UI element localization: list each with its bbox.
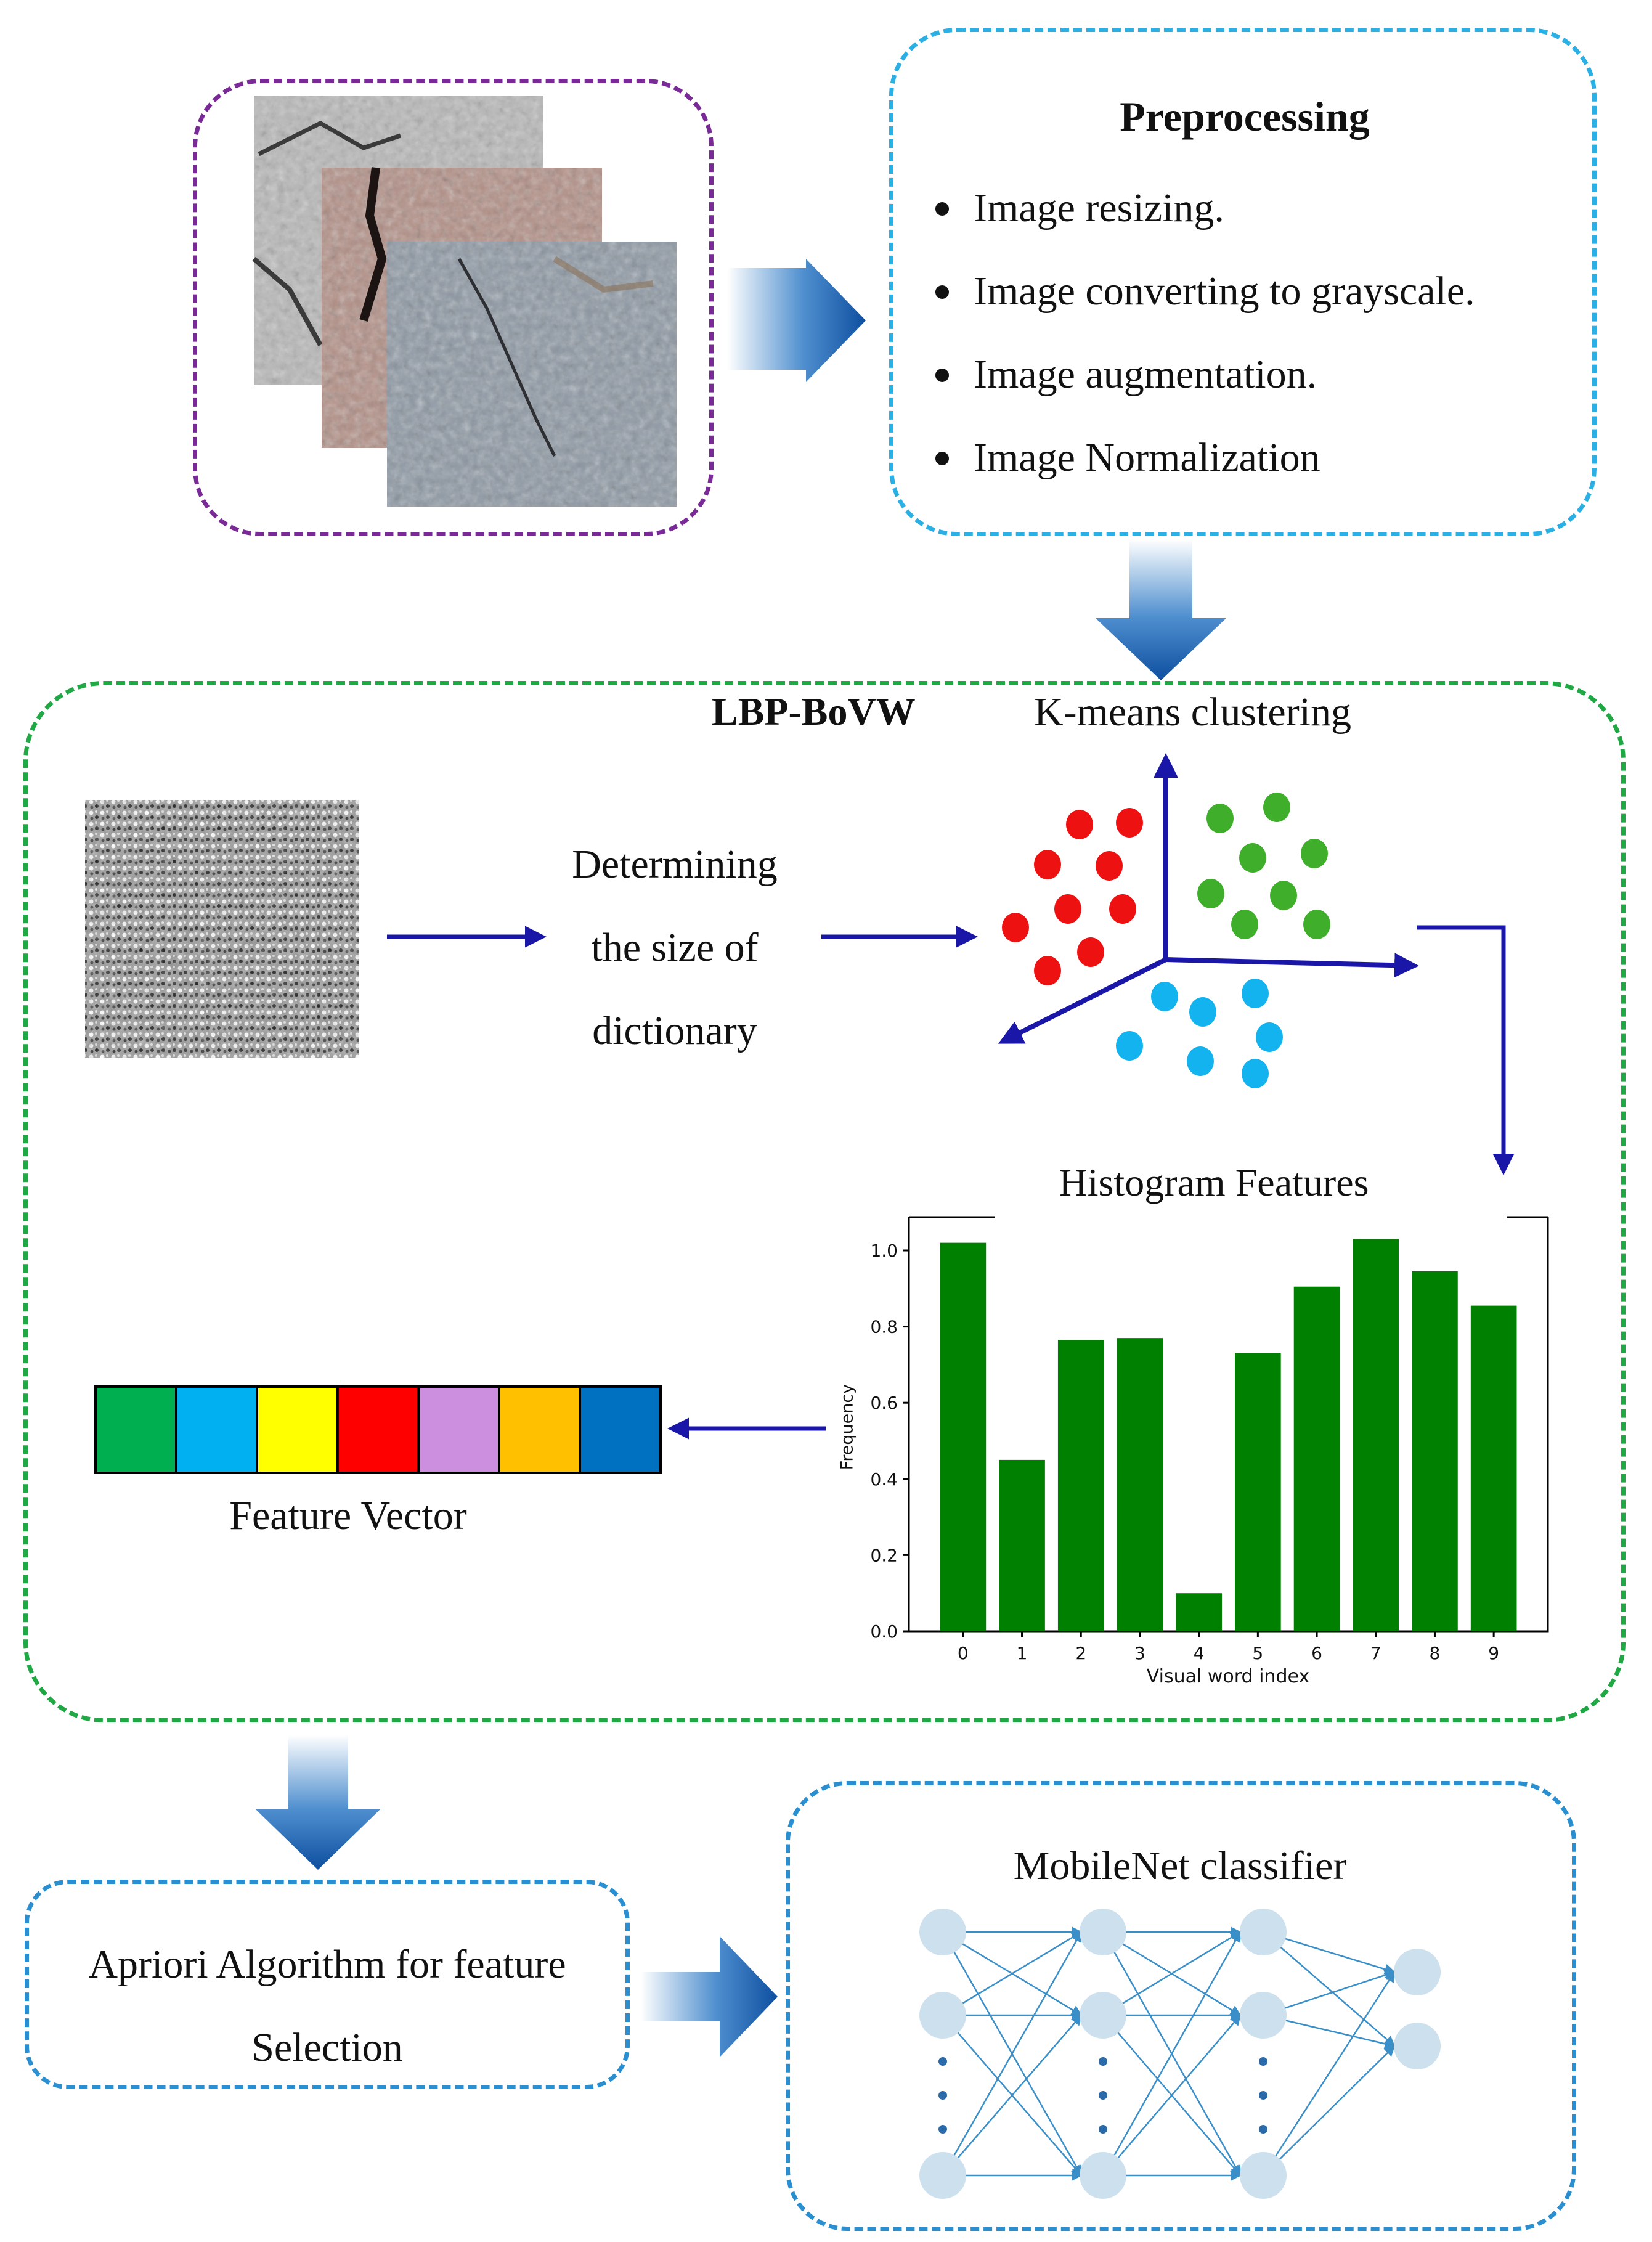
histogram-bar — [1412, 1271, 1458, 1631]
x-tick-label: 0 — [958, 1643, 969, 1663]
histogram-bar — [1293, 1286, 1340, 1631]
y-tick-label: 0.8 — [870, 1317, 898, 1337]
histogram-bar — [1117, 1338, 1163, 1631]
dictionary-line: the size of — [591, 925, 759, 970]
feature-vector-label: Feature Vector — [229, 1493, 467, 1538]
dictionary-line: Determining — [572, 842, 778, 887]
preprocessing-step-item: Image converting to grayscale. — [924, 250, 1475, 333]
feature-vector-cell — [498, 1385, 581, 1474]
input-images-box — [193, 79, 714, 536]
feature-vector-cell — [417, 1385, 500, 1474]
kmeans-axes — [998, 753, 1419, 1044]
preprocessing-step-item: Image resizing. — [924, 166, 1475, 250]
mobilenet-box — [786, 1781, 1576, 2231]
y-tick-label: 0.2 — [870, 1545, 898, 1565]
arrow-apriori-to-mobilenet — [641, 1936, 778, 2057]
histogram-bar — [999, 1459, 1045, 1631]
lbp-bovw-box — [23, 681, 1626, 1722]
histogram-bar — [940, 1242, 987, 1631]
arrow-preprocess-to-lbp — [1096, 539, 1226, 680]
x-tick-label: 8 — [1430, 1643, 1441, 1663]
histogram-ylabel: Frequency — [837, 1384, 857, 1470]
feature-vector-cell — [94, 1385, 177, 1474]
dictionary-size-label: Determining the size of dictionary — [536, 823, 813, 1072]
histogram-bar — [1057, 1340, 1104, 1631]
feature-vector-cell — [175, 1385, 258, 1474]
x-tick-label: 3 — [1134, 1643, 1145, 1663]
arrow-kmeans-to-histogram — [1417, 925, 1515, 1175]
x-tick-label: 5 — [1252, 1643, 1263, 1663]
lbp-bovw-title: LBP-BoVW — [712, 690, 916, 733]
feature-vector-cell — [579, 1385, 662, 1474]
input-images-stack — [252, 96, 677, 507]
histogram-bar — [1176, 1593, 1222, 1631]
histogram-axes — [908, 1216, 1549, 1633]
neural-network — [919, 1909, 1441, 2199]
cluster-red — [1002, 808, 1143, 985]
apriori-box — [25, 1880, 630, 2089]
cluster-blue — [1116, 979, 1283, 1088]
feature-vector-bar — [94, 1385, 662, 1474]
y-tick-label: 0.0 — [870, 1621, 898, 1642]
y-tick-label: 1.0 — [870, 1241, 898, 1261]
x-tick-label: 9 — [1488, 1643, 1499, 1663]
histogram-bars — [940, 1239, 1517, 1631]
arrow-lbp-to-apriori — [255, 1735, 381, 1870]
mobilenet-title: MobileNet classifier — [1013, 1843, 1347, 1888]
histogram-bar — [1470, 1305, 1517, 1631]
preprocessing-step-item: Image augmentation. — [924, 333, 1475, 416]
x-tick-label: 2 — [1075, 1643, 1086, 1663]
apriori-line: Apriori Algorithm for feature — [88, 1942, 566, 1987]
kmeans-label: K-means clustering — [1034, 690, 1352, 735]
lbp-texture-image — [85, 800, 359, 1058]
histogram-xlabel: Visual word index — [1146, 1666, 1310, 1687]
preprocessing-step-item: Image Normalization — [924, 416, 1475, 499]
preprocessing-title: Preprocessing — [1120, 93, 1370, 140]
cluster-green — [1197, 793, 1330, 939]
histogram-bar — [1353, 1239, 1399, 1631]
y-tick-label: 0.4 — [870, 1469, 898, 1490]
histogram-features-label: Histogram Features — [1059, 1160, 1369, 1204]
preprocessing-box — [889, 28, 1597, 536]
x-tick-label: 7 — [1370, 1643, 1381, 1663]
feature-vector-cell — [336, 1385, 420, 1474]
apriori-line: Selection — [251, 2025, 403, 2070]
histogram-ticks: 0 1 2 3 4 5 6 7 8 9 0.0 0.2 0.4 0.6 0.8 1.0 — [870, 1241, 1499, 1663]
histogram-bar — [1235, 1353, 1281, 1631]
x-tick-label: 6 — [1311, 1643, 1322, 1663]
apriori-label: Apriori Algorithm for feature Selection — [28, 1923, 627, 2089]
preprocessing-steps-list: Image resizing. Image converting to gray… — [924, 166, 1475, 499]
arrow-input-to-preprocess — [727, 259, 866, 382]
dictionary-line: dictionary — [592, 1008, 757, 1053]
y-tick-label: 0.6 — [870, 1393, 898, 1413]
x-tick-label: 4 — [1194, 1643, 1205, 1663]
x-tick-label: 1 — [1017, 1643, 1028, 1663]
